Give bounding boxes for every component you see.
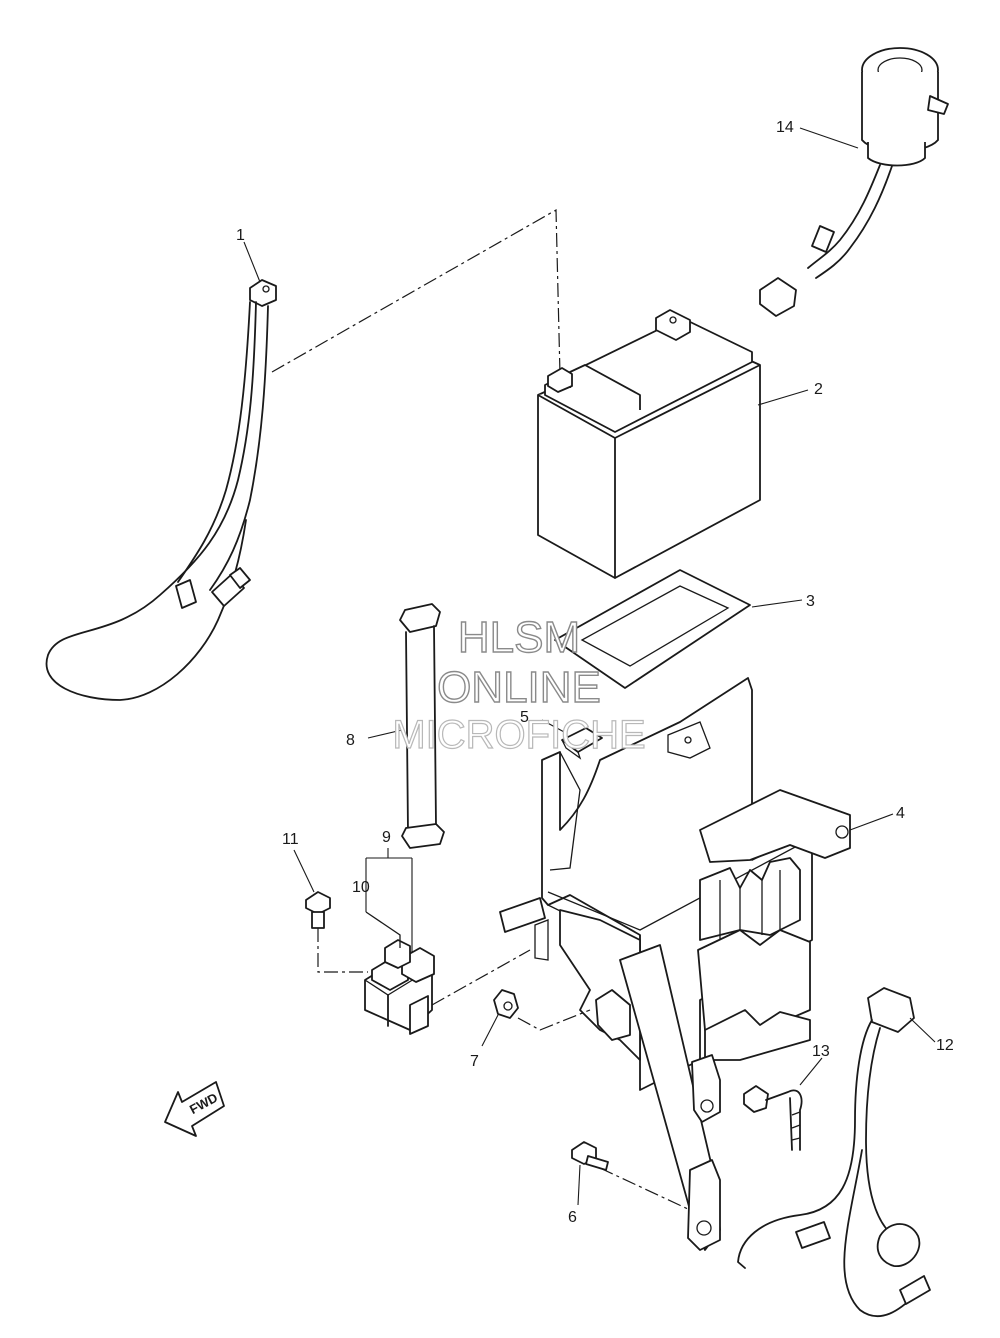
assembly-line-1-to-2: [271, 208, 561, 376]
part-9-starter-relay[interactable]: [364, 939, 435, 1035]
part-1-battery-lead-wire[interactable]: [45, 279, 277, 701]
callout-1: 1: [236, 227, 245, 244]
part-2-battery[interactable]: [537, 309, 761, 579]
callout-5: 5: [520, 709, 529, 726]
part-7-collar[interactable]: [493, 989, 519, 1019]
callout-14: 14: [776, 119, 794, 136]
assembly-line-9-to-4: [431, 949, 531, 1006]
callout-12: 12: [936, 1037, 954, 1054]
part-14-dc-socket[interactable]: [759, 47, 949, 317]
assembly-line-11-to-9: [317, 928, 368, 973]
watermark-line-3: MICROFICHE: [392, 713, 645, 757]
part-4-battery-case-bracket[interactable]: [499, 677, 851, 1251]
watermark: HLSM ONLINE MICROFICHE: [392, 612, 647, 757]
part-13-cable-band[interactable]: [743, 1085, 803, 1151]
callout-4: 4: [896, 805, 905, 822]
watermark-line-2: ONLINE: [437, 663, 601, 712]
callout-9: 9: [382, 829, 391, 846]
callout-2: 2: [814, 381, 823, 398]
callout-10: 10: [352, 879, 370, 896]
callout-6: 6: [568, 1209, 577, 1226]
part-10-relay-cover[interactable]: [365, 911, 401, 948]
part-3-battery-pad[interactable]: [554, 569, 751, 689]
part-6-bolt[interactable]: [571, 1141, 609, 1171]
watermark-line-1: HLSM: [458, 613, 580, 662]
part-12-wire-harness[interactable]: [737, 987, 931, 1318]
callout-3: 3: [806, 593, 815, 610]
part-11-bolt[interactable]: [305, 891, 331, 929]
assembly-line-6-to-4: [599, 1167, 691, 1211]
forward-direction-arrow-icon: FWD: [164, 1081, 225, 1137]
part-8-battery-band[interactable]: [399, 603, 445, 849]
leader-lines: [243, 127, 936, 1206]
part-5-clip[interactable]: [561, 727, 603, 760]
callout-13: 13: [812, 1043, 830, 1060]
callout-7: 7: [470, 1053, 479, 1070]
assembly-line-7-to-4: [517, 1009, 591, 1031]
callout-11: 11: [282, 831, 299, 848]
callout-8: 8: [346, 732, 355, 749]
